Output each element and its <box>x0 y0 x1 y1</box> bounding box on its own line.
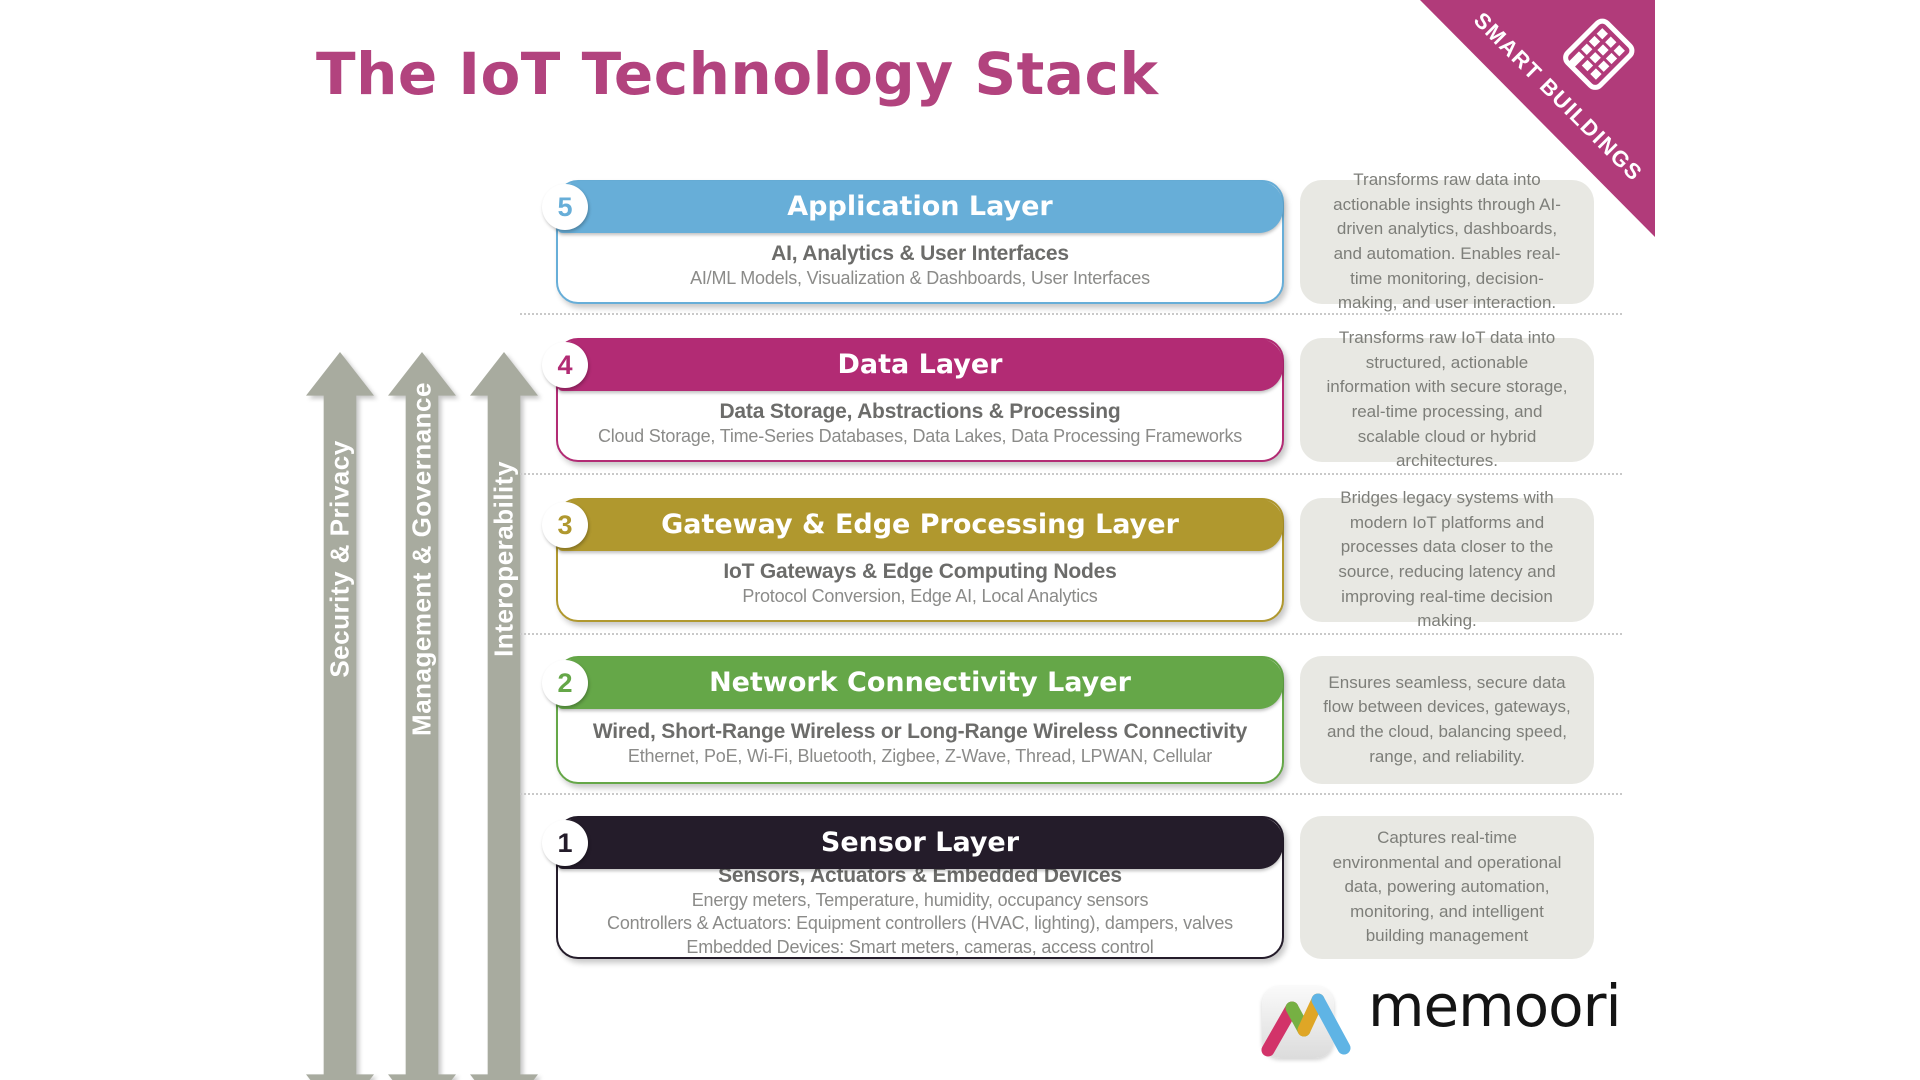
layer-title: Application Layer <box>787 191 1053 222</box>
arrow-label: Security & Privacy <box>324 440 355 678</box>
layer-header: 1 Sensor Layer <box>542 817 1283 869</box>
layer-number-badge: 1 <box>542 820 588 866</box>
layer-header: 5 Application Layer <box>542 181 1283 233</box>
logo-stroke-blue <box>1311 993 1351 1055</box>
layer-number-badge: 2 <box>542 660 588 706</box>
arrow-interoperability: Interoperability <box>470 176 538 1080</box>
layer-detail: Protocol Conversion, Edge AI, Local Anal… <box>742 585 1098 606</box>
layer-number-badge: 3 <box>542 502 588 548</box>
layer-card-network: 2 Network Connectivity Layer Wired, Shor… <box>542 656 1284 784</box>
arrow-security-privacy: Security & Privacy <box>306 176 374 1080</box>
description-text: Ensures seamless, secure data flow betwe… <box>1323 672 1571 766</box>
layer-body: IoT Gateways & Edge Computing Nodes Prot… <box>558 551 1282 619</box>
logo-stroke-pink <box>1261 1001 1299 1057</box>
layer-card-data: 4 Data Layer Data Storage, Abstractions … <box>542 338 1284 462</box>
building-grid-icon <box>1555 14 1639 98</box>
layer-number-badge: 4 <box>542 342 588 388</box>
description-text: Transforms raw IoT data into structured,… <box>1326 328 1568 471</box>
layer-description-application: Transforms raw data into actionable insi… <box>1300 170 1594 312</box>
layer-card-sensor: 1 Sensor Layer Sensors, Actuators & Embe… <box>542 816 1284 959</box>
layer-body: Sensors, Actuators & Embedded Devices En… <box>558 864 1282 957</box>
layer-title: Gateway & Edge Processing Layer <box>661 509 1179 540</box>
arrow-label: Management & Governance <box>406 382 437 736</box>
layer-subtitle: IoT Gateways & Edge Computing Nodes <box>723 559 1117 583</box>
layer-description-gateway-edge: Bridges legacy systems with modern IoT p… <box>1300 488 1594 630</box>
separator-line <box>520 313 1622 315</box>
layer-body: Wired, Short-Range Wireless or Long-Rang… <box>558 709 1282 781</box>
arrow-management-governance: Management & Governance <box>388 176 456 1080</box>
layer-subtitle: Wired, Short-Range Wireless or Long-Rang… <box>592 719 1248 743</box>
arrow-label: Interoperability <box>488 461 519 657</box>
page-title: The IoT Technology Stack <box>316 40 1159 108</box>
layer-detail: AI/ML Models, Visualization & Dashboards… <box>690 267 1150 288</box>
layer-description-network: Ensures seamless, secure data flow betwe… <box>1300 656 1594 784</box>
description-text: Transforms raw data into actionable insi… <box>1333 170 1561 313</box>
separator-line <box>520 473 1622 475</box>
layer-body: Data Storage, Abstractions & Processing … <box>558 391 1282 459</box>
layer-header: 3 Gateway & Edge Processing Layer <box>542 499 1283 551</box>
layer-title: Network Connectivity Layer <box>709 667 1131 698</box>
memoori-logo-icon <box>1261 986 1351 1058</box>
layer-card-gateway-edge: 3 Gateway & Edge Processing Layer IoT Ga… <box>542 498 1284 622</box>
description-text: Captures real-time environmental and ope… <box>1332 827 1562 946</box>
layer-detail: Cloud Storage, Time-Series Databases, Da… <box>597 425 1243 446</box>
layer-header: 2 Network Connectivity Layer <box>542 657 1283 709</box>
layer-detail: Energy meters, Temperature, humidity, oc… <box>691 890 1149 911</box>
layer-subtitle: AI, Analytics & User Interfaces <box>771 241 1069 265</box>
layer-detail: Embedded Devices: Smart meters, cameras,… <box>686 936 1154 957</box>
description-text: Bridges legacy systems with modern IoT p… <box>1338 488 1556 631</box>
separator-line <box>520 633 1622 635</box>
layer-description-data: Transforms raw IoT data into structured,… <box>1300 328 1594 470</box>
memoori-logo-text: memoori <box>1368 972 1622 1040</box>
layer-subtitle: Sensors, Actuators & Embedded Devices <box>718 863 1122 887</box>
layer-detail: Controllers & Actuators: Equipment contr… <box>607 913 1233 934</box>
layer-detail: Ethernet, PoE, Wi-Fi, Bluetooth, Zigbee,… <box>627 745 1213 766</box>
separator-line <box>520 793 1622 795</box>
layer-title: Data Layer <box>837 349 1003 380</box>
layer-header: 4 Data Layer <box>542 339 1283 391</box>
layer-body: AI, Analytics & User Interfaces AI/ML Mo… <box>558 233 1282 301</box>
layer-number-badge: 5 <box>542 184 588 230</box>
layer-subtitle: Data Storage, Abstractions & Processing <box>719 399 1121 423</box>
layer-card-application: 5 Application Layer AI, Analytics & User… <box>542 180 1284 304</box>
layer-description-sensor: Captures real-time environmental and ope… <box>1300 816 1594 959</box>
layer-title: Sensor Layer <box>820 827 1020 858</box>
